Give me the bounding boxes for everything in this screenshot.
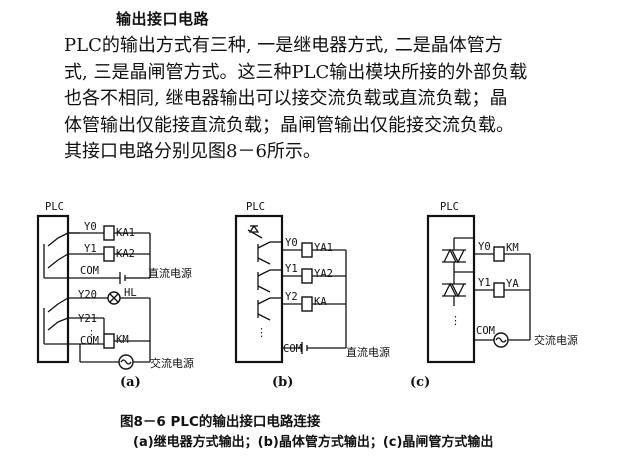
sub-label-a: (a)	[120, 375, 141, 390]
coil-ka-b	[301, 296, 313, 312]
load-km-a: KM	[116, 334, 129, 346]
load-ya2: YA2	[314, 268, 333, 280]
paragraph-line: 体管输出仅能接直流负载；晶闸管输出仅能接交流负载。	[64, 114, 514, 136]
sub-label-c: (c)	[410, 375, 430, 390]
ellipsis-a: ⋮	[86, 328, 97, 341]
coil-km-a	[103, 333, 115, 349]
dc-source-label-b: 直流电源	[346, 345, 390, 359]
paragraph-line: PLC的输出方式有三种, 一是继电器方式, 二是晶体管方	[64, 35, 503, 56]
plc-box-a	[36, 214, 70, 364]
body-paragraph: PLC的输出方式有三种, 一是继电器方式, 二是晶体管方 式, 三是晶闸管方式。…	[64, 33, 604, 166]
terminal-y1-b: Y1	[285, 263, 298, 275]
plc-box-b	[234, 214, 284, 364]
plc-label-c: PLC	[440, 201, 459, 213]
load-ka-b: KA	[314, 296, 327, 308]
terminal-y1-c: Y1	[478, 277, 491, 289]
coil-ka1	[103, 225, 115, 241]
section-heading: 输出接口电路	[116, 10, 210, 28]
plc-label-a: PLC	[45, 201, 64, 213]
terminal-y0-c: Y0	[478, 241, 491, 253]
load-km-c: KM	[506, 242, 519, 254]
paragraph-line: 其接口电路分别见图8－6所示。	[64, 141, 321, 162]
terminal-y1-a: Y1	[84, 243, 97, 255]
coil-ya1	[301, 242, 313, 258]
figure-b-transistor-output: PLC ⋮ Y0 Y1 Y2 COM	[234, 201, 390, 390]
ellipsis-b: ⋮	[256, 326, 267, 339]
terminal-y20-a: Y20	[78, 289, 97, 301]
sub-label-b: (b)	[272, 375, 293, 390]
terminal-com-a1: COM	[80, 265, 99, 277]
paragraph-line: 也各不相同, 继电器输出可以接交流负载或直流负载；晶	[64, 88, 508, 109]
ac-source-label-a: 交流电源	[150, 356, 194, 370]
ellipsis-c: ⋮	[450, 314, 461, 327]
terminal-com-b: COM	[283, 343, 302, 355]
terminal-y2-b: Y2	[285, 291, 298, 303]
terminal-com-c: COM	[476, 325, 495, 337]
load-ya1: YA1	[314, 242, 333, 254]
terminal-y0-b: Y0	[285, 237, 298, 249]
dc-source-label-a: 直流电源	[148, 266, 192, 280]
figure-caption-detail: (a)继电器方式输出；(b)晶体管方式输出；(c)晶闸管方式输出	[133, 435, 494, 450]
ac-source-label-c: 交流电源	[534, 333, 578, 347]
terminal-y0-a: Y0	[84, 221, 97, 233]
coil-ya2	[301, 268, 313, 284]
paragraph-line: 式, 三是晶闸管方式。这三种PLC输出模块所接的外部负载	[64, 61, 528, 83]
figure-c-thyristor-output: PLC ⋮ Y0 Y1 COM	[410, 201, 578, 390]
plc-label-b: PLC	[246, 201, 265, 213]
load-hl: HL	[124, 287, 137, 299]
figure-caption: 图8－6 PLC的输出接口电路连接	[120, 414, 321, 430]
coil-km-c	[493, 246, 505, 262]
coil-ka2	[103, 246, 115, 262]
terminal-y21-a: Y21	[78, 313, 97, 325]
load-ya-c: YA	[506, 278, 519, 290]
coil-ya-c	[493, 282, 505, 298]
figure-a-relay-output: PLC Y0 Y1 COM Y20 Y21 COM ⋮	[36, 201, 194, 390]
